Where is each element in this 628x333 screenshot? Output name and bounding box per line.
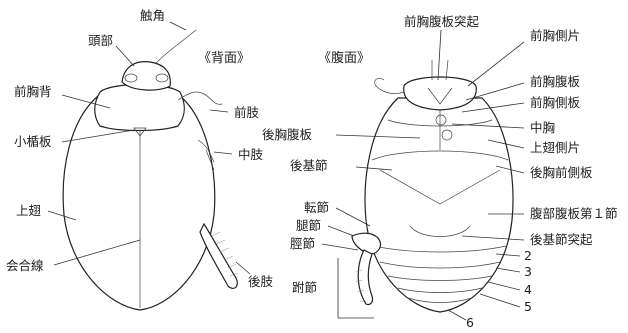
head-leader (116, 46, 134, 66)
label-head: 頭部 (88, 33, 113, 48)
label-femur: 腿節 (296, 218, 321, 233)
ventral-left-foreleg (375, 78, 404, 93)
label-metepisternum: 後胸前側板 (530, 165, 593, 180)
label-prosternum: 前胸腹板 (530, 74, 581, 89)
foreleg-leader (210, 110, 228, 112)
ventral-head-shape (404, 77, 477, 110)
seg3-leader (496, 268, 520, 272)
dorsal-hindleg-drawing (200, 224, 237, 288)
label-seg6: 6 (466, 315, 474, 329)
label-proepimeron: 前胸側板 (530, 95, 581, 110)
ventral-body-outline (365, 98, 513, 312)
femur-leader (328, 226, 354, 236)
seg6-leader (448, 310, 466, 320)
label-prosternal-process: 前胸腹板突起 (404, 14, 480, 29)
label-tarsus: 跗節 (292, 280, 317, 295)
label-coxal-process: 後基節突起 (530, 232, 593, 247)
label-suture: 会合線 (6, 258, 44, 273)
label-scutellum: 小楯板 (14, 134, 52, 149)
label-midleg: 中肢 (238, 147, 264, 162)
propleuron-leader (468, 42, 524, 86)
antenna-leader (170, 22, 186, 30)
label-seg2: 2 (524, 248, 532, 263)
label-tibia: 脛節 (290, 236, 315, 251)
ventral-view: 前胸腹板突起 前胸側片 《腹面》 前胸腹板 前胸側板 後胸腹板 中胸 上翅側片 … (262, 14, 618, 329)
label-propleuron: 前胸側片 (530, 28, 580, 43)
label-foreleg: 前肢 (234, 105, 260, 120)
label-pronotum: 前胸背 (14, 84, 52, 99)
dorsal-view: 触角 頭部 《背面》 前胸背 前肢 小楯板 中肢 上翅 会合線 後肢 (6, 8, 274, 310)
hindleg-leader (236, 262, 250, 274)
label-seg5: 5 (524, 299, 532, 314)
seg4-leader (488, 282, 520, 290)
label-metasternum: 後胸腹板 (262, 127, 313, 142)
label-seg4: 4 (524, 282, 532, 297)
ventral-tibia-tarsus-shape (358, 250, 372, 305)
midleg-leader (214, 152, 232, 154)
label-elytron: 上翅 (16, 203, 42, 218)
label-seg3: 3 (524, 264, 532, 279)
ventral-title: 《腹面》 (318, 50, 370, 66)
seg5-leader (480, 294, 520, 307)
label-antenna: 触角 (140, 8, 165, 23)
label-trochanter: 転節 (304, 200, 329, 215)
label-hindleg: 後肢 (248, 274, 274, 289)
label-hind-coxa: 後基節 (290, 158, 328, 173)
prosternal-process-leader (438, 30, 441, 80)
label-mesothorax: 中胸 (530, 120, 555, 135)
tibia-leader (322, 244, 358, 250)
head-shape (122, 62, 170, 90)
label-abdominal-sternite-1: 腹部腹板第１節 (530, 206, 618, 221)
label-epipleuron: 上翅側片 (530, 140, 580, 155)
dorsal-title: 《背面》 (198, 51, 250, 66)
